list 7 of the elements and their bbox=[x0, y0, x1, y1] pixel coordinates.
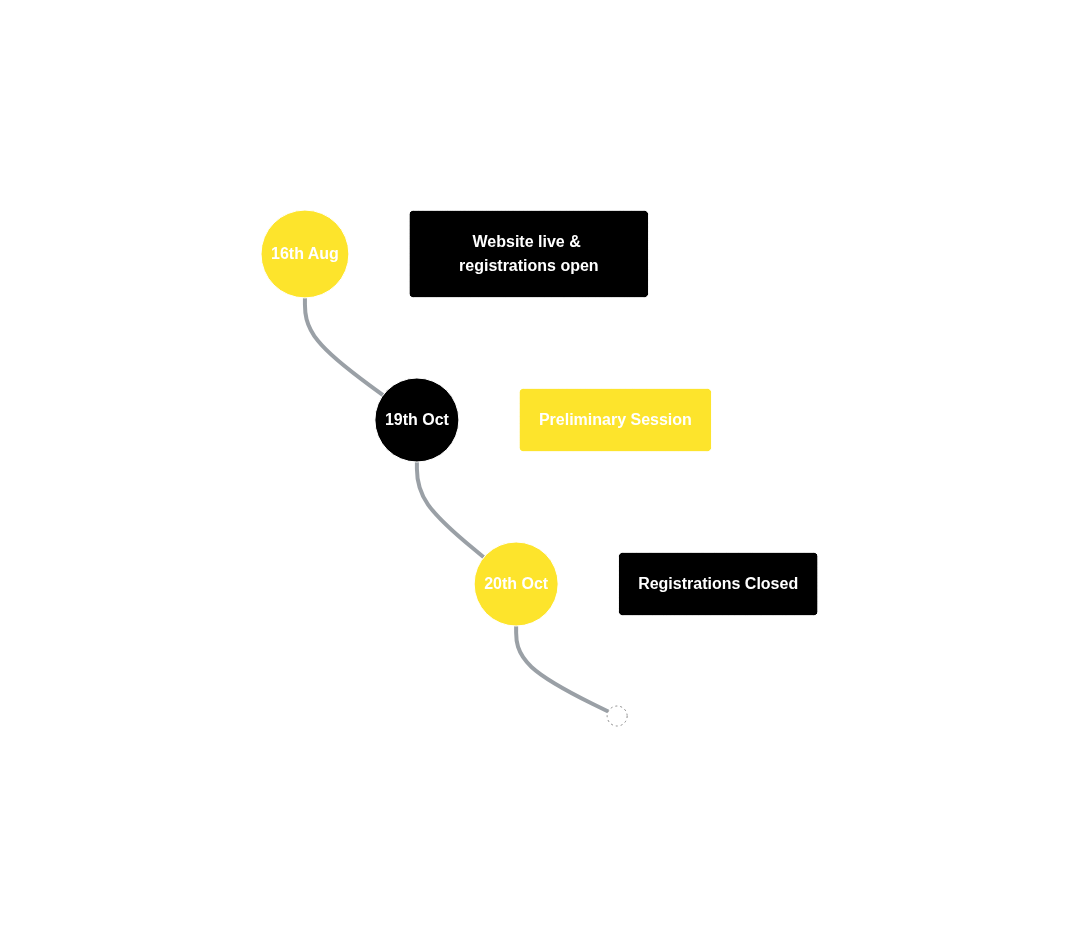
connector bbox=[415, 462, 486, 559]
node-circle: 20th Oct bbox=[474, 541, 560, 627]
connector bbox=[303, 297, 385, 397]
node-circle bbox=[607, 705, 629, 727]
node-circle: 16th Aug bbox=[260, 209, 350, 299]
node-circle: 19th Oct bbox=[374, 377, 460, 463]
connector bbox=[514, 626, 610, 714]
